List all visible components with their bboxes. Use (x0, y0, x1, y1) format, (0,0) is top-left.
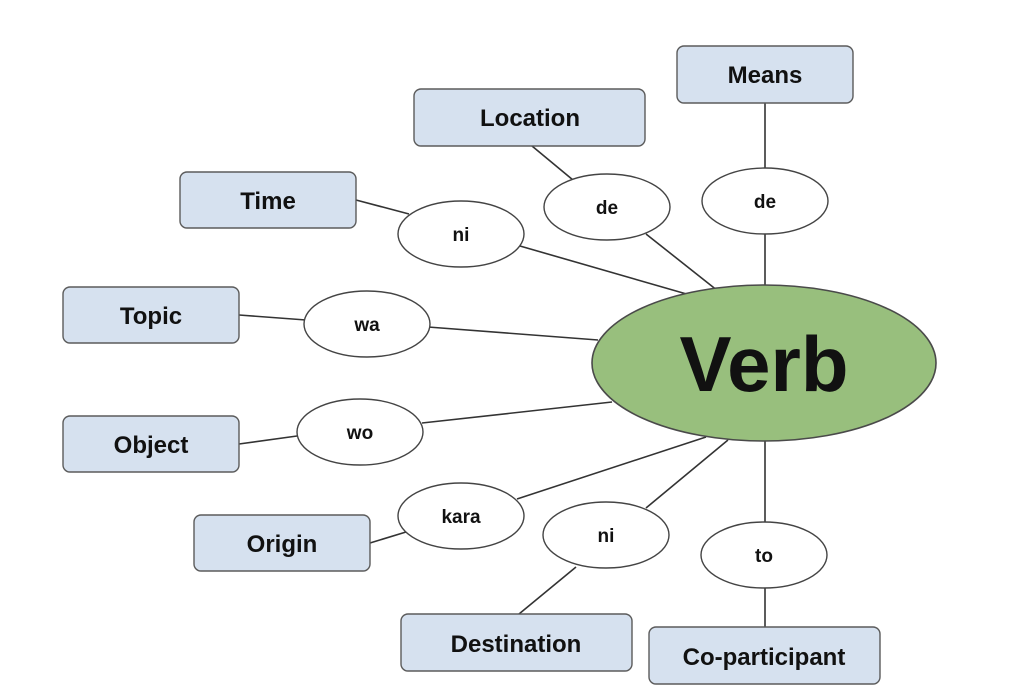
particle-label-coparticipant: to (755, 546, 773, 567)
role-box-location (413, 88, 646, 147)
role-destination: Destination (400, 613, 633, 672)
particle-object: wo (296, 398, 424, 466)
particle-label-means: de (754, 192, 776, 213)
role-object: Object (62, 415, 240, 473)
particle-means: de (701, 167, 829, 235)
role-box-topic (62, 286, 240, 344)
role-label-time: Time (240, 188, 296, 215)
edge-verb-topic-particle (427, 326, 599, 341)
role-label-location: Location (480, 105, 580, 132)
particle-origin: kara (397, 482, 525, 550)
role-label-destination: Destination (451, 631, 582, 658)
particle-ellipse-location (543, 173, 671, 241)
role-label-coparticipant: Co-participant (683, 644, 846, 671)
particle-ellipse-origin (397, 482, 525, 550)
verb-label: Verb (679, 320, 848, 408)
edge-verb-location-particle (645, 233, 719, 292)
particle-location: de (543, 173, 671, 241)
particle-ellipse-topic (303, 290, 431, 358)
role-time: Time (179, 171, 357, 229)
edges (238, 103, 766, 628)
edge-verb-object-particle (421, 401, 613, 424)
particle-label-topic: wa (353, 315, 380, 336)
role-means: Means (676, 45, 854, 104)
role-location: Location (413, 88, 646, 147)
particle-coparticipant: to (700, 521, 828, 589)
particle-label-object: wo (346, 423, 373, 444)
role-box-object (62, 415, 240, 473)
particle-destination: ni (542, 501, 670, 569)
role-origin: Origin (193, 514, 371, 572)
edge-verb-origin-particle (516, 436, 707, 500)
particle-ellipse-time (397, 200, 525, 268)
role-coparticipant: Co-participant (648, 626, 881, 685)
edge-topic-particle-box (238, 314, 307, 321)
particle-label-destination: ni (598, 526, 615, 547)
role-box-time (179, 171, 357, 229)
particle-ellipse-coparticipant (700, 521, 828, 589)
edge-verb-destination-particle (645, 439, 729, 509)
role-box-coparticipant (648, 626, 881, 685)
edge-location-particle-box (531, 145, 574, 181)
particle-ellipse-means (701, 167, 829, 235)
particle-ellipse-destination (542, 501, 670, 569)
particle-time: ni (397, 200, 525, 268)
role-box-origin (193, 514, 371, 572)
role-label-topic: Topic (120, 303, 182, 330)
role-label-means: Means (728, 62, 803, 89)
particle-label-time: ni (453, 225, 470, 246)
particle-label-location: de (596, 198, 618, 219)
role-box-destination (400, 613, 633, 672)
verb-ellipse (591, 284, 937, 442)
particle-label-origin: kara (441, 507, 481, 528)
edge-verb-time-particle (519, 245, 691, 296)
edge-object-particle-box (238, 435, 298, 445)
edge-time-particle-box (355, 199, 410, 215)
edge-origin-particle-box (369, 531, 407, 544)
role-topic: Topic (62, 286, 240, 344)
particle-topic: wa (303, 290, 431, 358)
verb-node: Verb (591, 284, 937, 442)
edge-destination-particle-box (518, 566, 577, 615)
role-box-means (676, 45, 854, 104)
particle-ellipse-object (296, 398, 424, 466)
role-label-origin: Origin (247, 531, 318, 558)
role-label-object: Object (114, 432, 189, 459)
